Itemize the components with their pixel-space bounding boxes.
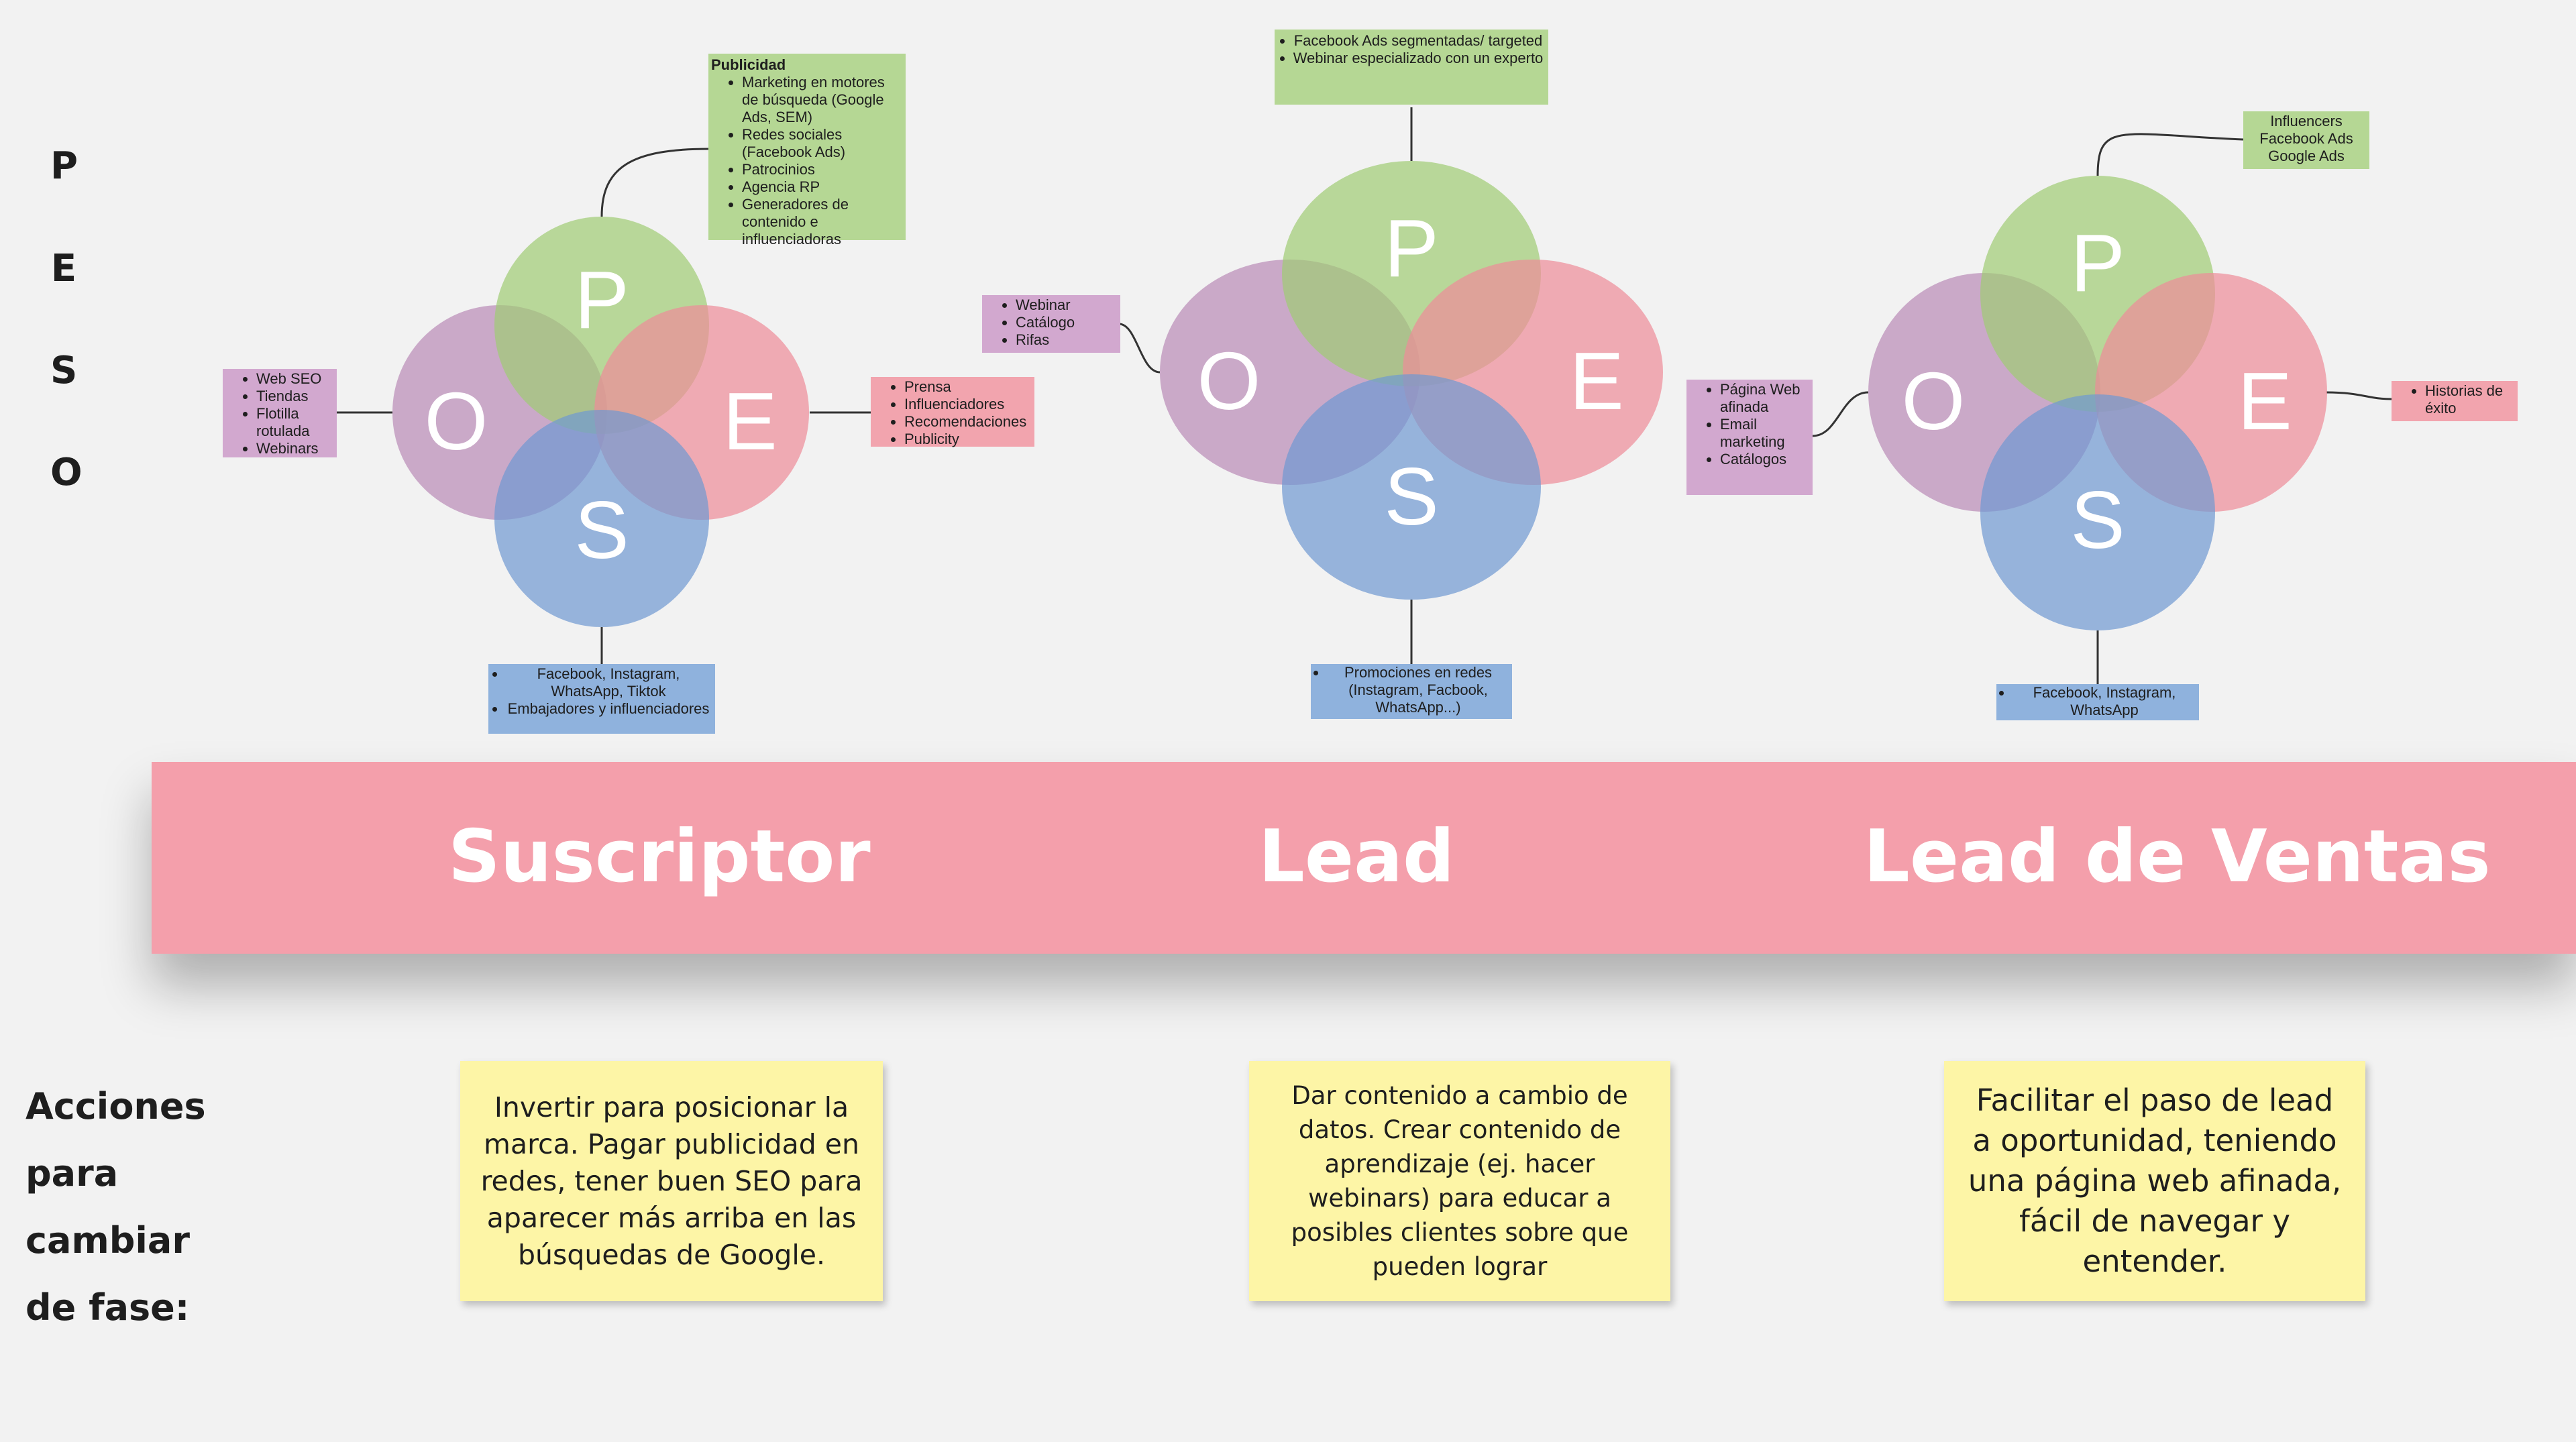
note-item: Página Web afinada xyxy=(1720,381,1811,416)
connector-p-3 xyxy=(2096,133,2244,176)
letter-s-1: S xyxy=(574,484,629,575)
note-shared-1: Facebook, Instagram, WhatsApp, Tiktok Em… xyxy=(488,664,715,734)
letter-o-1: O xyxy=(425,376,488,467)
note-owned-2-list: Webinar Catálogo Rifas xyxy=(983,296,1119,349)
note-item: Prensa xyxy=(904,378,1033,396)
note-paid-2-list: Facebook Ads segmentadas/ targeted Webin… xyxy=(1280,32,1544,67)
venn-diagram-3: P E O S xyxy=(1868,176,2327,630)
note-item: Facebook, Instagram, WhatsApp xyxy=(2012,684,2196,719)
connectors-1 xyxy=(337,148,871,664)
note-shared-2: Promociones en redes (Instagram, Facbook… xyxy=(1311,664,1512,719)
letter-o-2: O xyxy=(1197,335,1261,427)
sticky-note-suscriptor[interactable]: Invertir para posicionar la marca. Pagar… xyxy=(460,1061,883,1301)
connector-o-3 xyxy=(1812,391,1869,437)
note-shared-3: Facebook, Instagram, WhatsApp xyxy=(1996,684,2199,720)
note-owned-2: Webinar Catálogo Rifas xyxy=(982,295,1120,353)
note-paid-2: Facebook Ads segmentadas/ targeted Webin… xyxy=(1275,30,1548,105)
letter-s-3: S xyxy=(2070,474,2125,565)
note-paid-1-title: Publicidad xyxy=(711,56,786,73)
note-owned-1-list: Web SEO Tiendas Flotilla rotulada Webina… xyxy=(224,370,335,457)
note-item: Promociones en redes (Instagram, Facbook… xyxy=(1327,664,1509,716)
note-earned-1: Prensa Influenciadores Recomendaciones P… xyxy=(871,377,1034,447)
connectors-2 xyxy=(1118,107,1413,664)
letter-s-2: S xyxy=(1384,451,1438,542)
circle-shared-1 xyxy=(494,410,709,627)
note-item: Catálogo xyxy=(1016,314,1119,331)
stage-lead-de-ventas: Lead de Ventas xyxy=(1864,815,2491,899)
note-owned-3: Página Web afinada Email marketing Catál… xyxy=(1686,380,1813,495)
sticky-text: Facilitar el paso de lead a oportunidad,… xyxy=(1968,1083,2342,1279)
sticky-text: Dar contenido a cambio de datos. Crear c… xyxy=(1291,1081,1629,1281)
connector-o-2 xyxy=(1118,323,1161,374)
peso-letter-s: S xyxy=(50,349,78,392)
connectors-3 xyxy=(1812,133,2392,684)
note-shared-2-list: Promociones en redes (Instagram, Facbook… xyxy=(1313,664,1509,716)
acciones-line: para xyxy=(25,1152,119,1195)
note-item: Catálogos xyxy=(1720,451,1811,468)
note-item: Agencia RP xyxy=(742,178,904,196)
connector-p-1 xyxy=(600,148,710,217)
sticky-note-lead-de-ventas[interactable]: Facilitar el paso de lead a oportunidad,… xyxy=(1944,1061,2365,1301)
note-item: Influenciadores xyxy=(904,396,1033,413)
funnel-band xyxy=(152,762,2576,954)
letter-e-2: E xyxy=(1569,335,1623,427)
letter-p-1: P xyxy=(574,254,629,345)
peso-letter-e: E xyxy=(50,247,77,290)
note-paid-3: Influencers Facebook Ads Google Ads xyxy=(2243,111,2369,169)
letter-e-1: E xyxy=(722,376,777,467)
note-item: Email marketing xyxy=(1720,416,1811,451)
acciones-line: cambiar xyxy=(25,1219,190,1262)
note-item: Facebook Ads segmentadas/ targeted xyxy=(1293,32,1544,50)
stage-lead: Lead xyxy=(1258,815,1455,899)
note-paid-1-list: Marketing en motores de búsqueda (Google… xyxy=(710,74,904,248)
note-item: Marketing en motores de búsqueda (Google… xyxy=(742,74,904,126)
peso-letter-o: O xyxy=(50,451,83,494)
note-item: Webinar xyxy=(1016,296,1119,314)
note-item: Redes sociales (Facebook Ads) xyxy=(742,126,904,161)
note-earned-3-list: Historias de éxito xyxy=(2393,382,2516,417)
note-item: Facebook, Instagram, WhatsApp, Tiktok xyxy=(506,665,711,700)
venn-diagram-1: P E O S xyxy=(392,217,809,627)
note-item: Flotilla rotulada xyxy=(256,405,335,440)
letter-o-3: O xyxy=(1902,355,1966,447)
venn-diagram-2: P E O S xyxy=(1160,161,1663,600)
note-owned-1: Web SEO Tiendas Flotilla rotulada Webina… xyxy=(223,369,337,457)
note-line: Influencers xyxy=(2270,113,2343,129)
sticky-text: Invertir para posicionar la marca. Pagar… xyxy=(480,1091,863,1271)
note-earned-3: Historias de éxito xyxy=(2392,381,2518,421)
note-item: Generadores de contenido e influenciador… xyxy=(742,196,904,248)
note-item: Webinars xyxy=(256,440,335,457)
note-earned-1-list: Prensa Influenciadores Recomendaciones P… xyxy=(872,378,1033,448)
connector-e-3 xyxy=(2326,391,2392,400)
acciones-label: Acciones para cambiar de fase: xyxy=(25,1073,227,1341)
peso-letter-p: P xyxy=(50,144,78,188)
note-shared-3-list: Facebook, Instagram, WhatsApp xyxy=(1999,684,2196,719)
letter-p-3: P xyxy=(2070,217,2125,309)
note-item: Embajadores y influenciadores xyxy=(506,700,711,718)
note-owned-3-list: Página Web afinada Email marketing Catál… xyxy=(1688,381,1811,468)
note-item: Tiendas xyxy=(256,388,335,405)
note-item: Webinar especializado con un experto xyxy=(1293,50,1544,67)
note-paid-1: Publicidad Marketing en motores de búsqu… xyxy=(708,54,906,247)
acciones-line: Acciones xyxy=(25,1085,206,1127)
note-item: Publicity xyxy=(904,431,1033,448)
letter-e-3: E xyxy=(2237,355,2292,447)
note-line: Google Ads xyxy=(2268,148,2345,164)
note-shared-1-list: Facebook, Instagram, WhatsApp, Tiktok Em… xyxy=(492,665,711,718)
note-item: Historias de éxito xyxy=(2425,382,2516,417)
note-item: Rifas xyxy=(1016,331,1119,349)
stage-suscriptor: Suscriptor xyxy=(448,815,871,899)
circle-shared-3 xyxy=(1980,394,2215,630)
note-line: Facebook Ads xyxy=(2259,130,2353,147)
note-item: Patrocinios xyxy=(742,161,904,178)
letter-p-2: P xyxy=(1384,203,1438,294)
sticky-note-lead[interactable]: Dar contenido a cambio de datos. Crear c… xyxy=(1249,1061,1670,1301)
note-item: Web SEO xyxy=(256,370,335,388)
note-item: Recomendaciones xyxy=(904,413,1033,431)
circle-shared-2 xyxy=(1282,374,1541,600)
acciones-line: de fase: xyxy=(25,1286,190,1329)
